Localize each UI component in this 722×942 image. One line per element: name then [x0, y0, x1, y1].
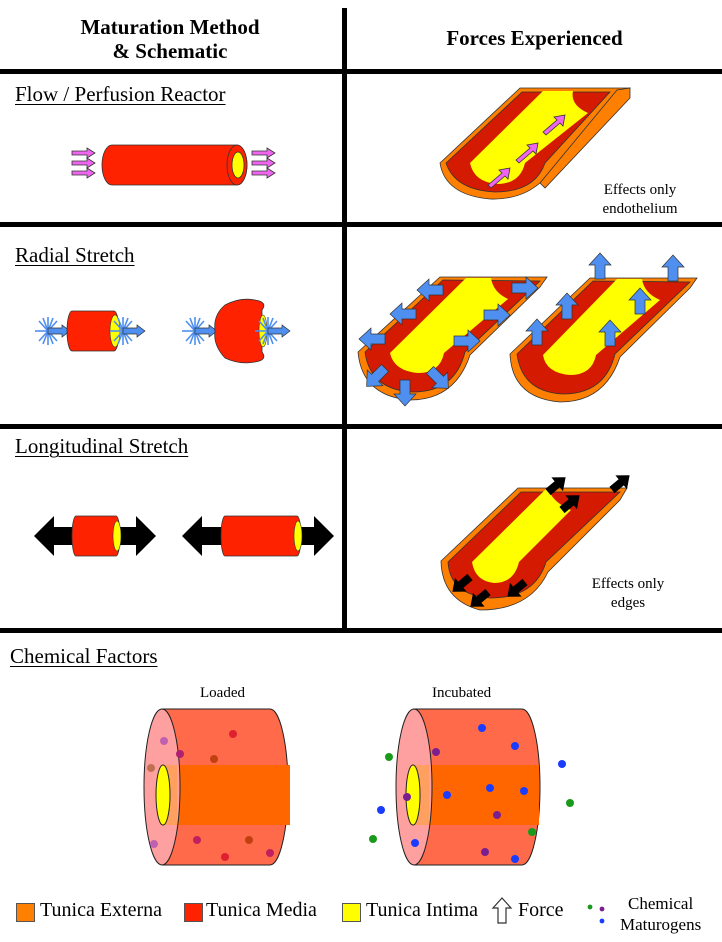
legend-swatch-media	[184, 903, 203, 922]
legend-swatch-externa	[16, 903, 35, 922]
maturogen-dot	[150, 840, 158, 848]
flow-arrow-icon	[71, 157, 96, 169]
flow-arrows-in	[71, 147, 96, 179]
legend-label-maturogens: Chemical Maturogens	[620, 893, 701, 935]
legend-label-media: Tunica Media	[206, 899, 317, 921]
longitudinal-force-halfpipe	[440, 468, 636, 614]
legend-label-force: Force	[518, 899, 564, 921]
flow-force-arrow-icon	[542, 114, 566, 136]
legend-maturogens-line1: Chemical	[628, 894, 694, 913]
flow-force-note-line2: endothelium	[602, 201, 678, 217]
maturogen-dot	[411, 839, 419, 847]
flow-arrow-icon	[251, 167, 276, 179]
flow-arrow-icon	[71, 147, 96, 159]
maturogen-dot	[486, 784, 494, 792]
flow-force-note: Effects only endothelium	[580, 181, 700, 219]
longitudinal-schematic	[34, 515, 334, 557]
radial-expanded-tube	[181, 298, 291, 364]
maturogen-dot	[193, 836, 201, 844]
maturogen-dot	[245, 836, 253, 844]
legend-label-externa: Tunica Externa	[40, 899, 163, 921]
flow-force-arrow-icon	[487, 167, 511, 189]
row-divider-1	[0, 222, 722, 227]
radial-force-halfpipes	[357, 252, 698, 407]
flow-arrow-icon	[251, 147, 276, 159]
maturogen-dot	[403, 793, 411, 801]
flow-tube	[101, 144, 248, 186]
flow-schematic	[71, 144, 276, 186]
header-left-line1: Maturation Method	[80, 15, 260, 39]
maturogen-dot	[377, 806, 385, 814]
legend-maturogens-line2: Maturogens	[620, 915, 702, 934]
longitudinal-title: Longitudinal Stretch	[15, 434, 189, 458]
longitudinal-long-tube	[182, 515, 334, 557]
longitudinal-force-note-line1: Effects only	[591, 576, 665, 592]
loaded-construct	[143, 708, 290, 866]
loaded-label: Loaded	[200, 685, 245, 701]
maturogen-dots	[369, 724, 574, 863]
radial-small-tube	[34, 310, 146, 352]
legend-swatch-intima	[342, 903, 361, 922]
maturogen-dot	[520, 787, 528, 795]
header-right: Forces Experienced	[446, 26, 623, 50]
maturogen-dot	[385, 753, 393, 761]
maturogen-dot	[432, 748, 440, 756]
maturogen-dot	[478, 724, 486, 732]
flow-title: Flow / Perfusion Reactor	[15, 82, 226, 106]
radial-title: Radial Stretch	[15, 243, 135, 267]
maturogen-dot	[558, 760, 566, 768]
maturogen-dots	[147, 730, 274, 861]
flow-arrow-icon	[251, 157, 276, 169]
flow-force-halfpipe	[439, 87, 631, 200]
maturogen-dot	[221, 853, 229, 861]
flow-force-arrow-icon	[515, 142, 539, 164]
maturogen-dot	[566, 799, 574, 807]
longitudinal-small-tube	[34, 515, 156, 557]
maturogen-dot	[493, 811, 501, 819]
incubated-construct	[369, 708, 574, 866]
radial-arrow-icon	[661, 254, 685, 282]
flow-force-note-line1: Effects only	[603, 182, 677, 198]
maturogen-dot	[229, 730, 237, 738]
flow-arrow-icon	[71, 167, 96, 179]
maturogen-dot	[511, 855, 519, 863]
maturogen-dot	[176, 750, 184, 758]
maturogen-dot	[369, 835, 377, 843]
radial-schematic	[34, 298, 291, 364]
flow-arrows-out	[251, 147, 276, 179]
radial-force-halfpipe-outward	[357, 276, 548, 407]
maturogen-dots-icon	[587, 904, 605, 924]
longitudinal-force-note-line2: edges	[610, 595, 646, 611]
row-divider-2	[0, 424, 722, 429]
maturogen-dot	[481, 848, 489, 856]
maturogen-dot	[511, 742, 519, 750]
maturogen-dot	[210, 755, 218, 763]
row-divider-3	[0, 628, 722, 633]
maturogen-dot	[443, 791, 451, 799]
legend-label-intima: Tunica Intima	[366, 899, 479, 921]
incubated-label: Incubated	[432, 685, 492, 701]
header-divider	[0, 69, 722, 74]
maturogen-dot	[266, 849, 274, 857]
chemical-title: Chemical Factors	[10, 644, 158, 668]
maturogen-dot	[160, 737, 168, 745]
force-arrow-icon	[491, 897, 513, 924]
radial-arrow-icon	[588, 252, 612, 280]
maturogen-dot	[528, 828, 536, 836]
radial-force-halfpipe-upward	[509, 252, 698, 403]
longitudinal-force-note: Effects only edges	[578, 575, 678, 613]
column-divider	[342, 8, 347, 630]
header-left: Maturation Method & Schematic	[20, 15, 320, 63]
header-left-line2: & Schematic	[112, 39, 228, 63]
maturogen-dot	[147, 764, 155, 772]
legend: Tunica Externa Tunica Media Tunica Intim…	[0, 893, 722, 939]
